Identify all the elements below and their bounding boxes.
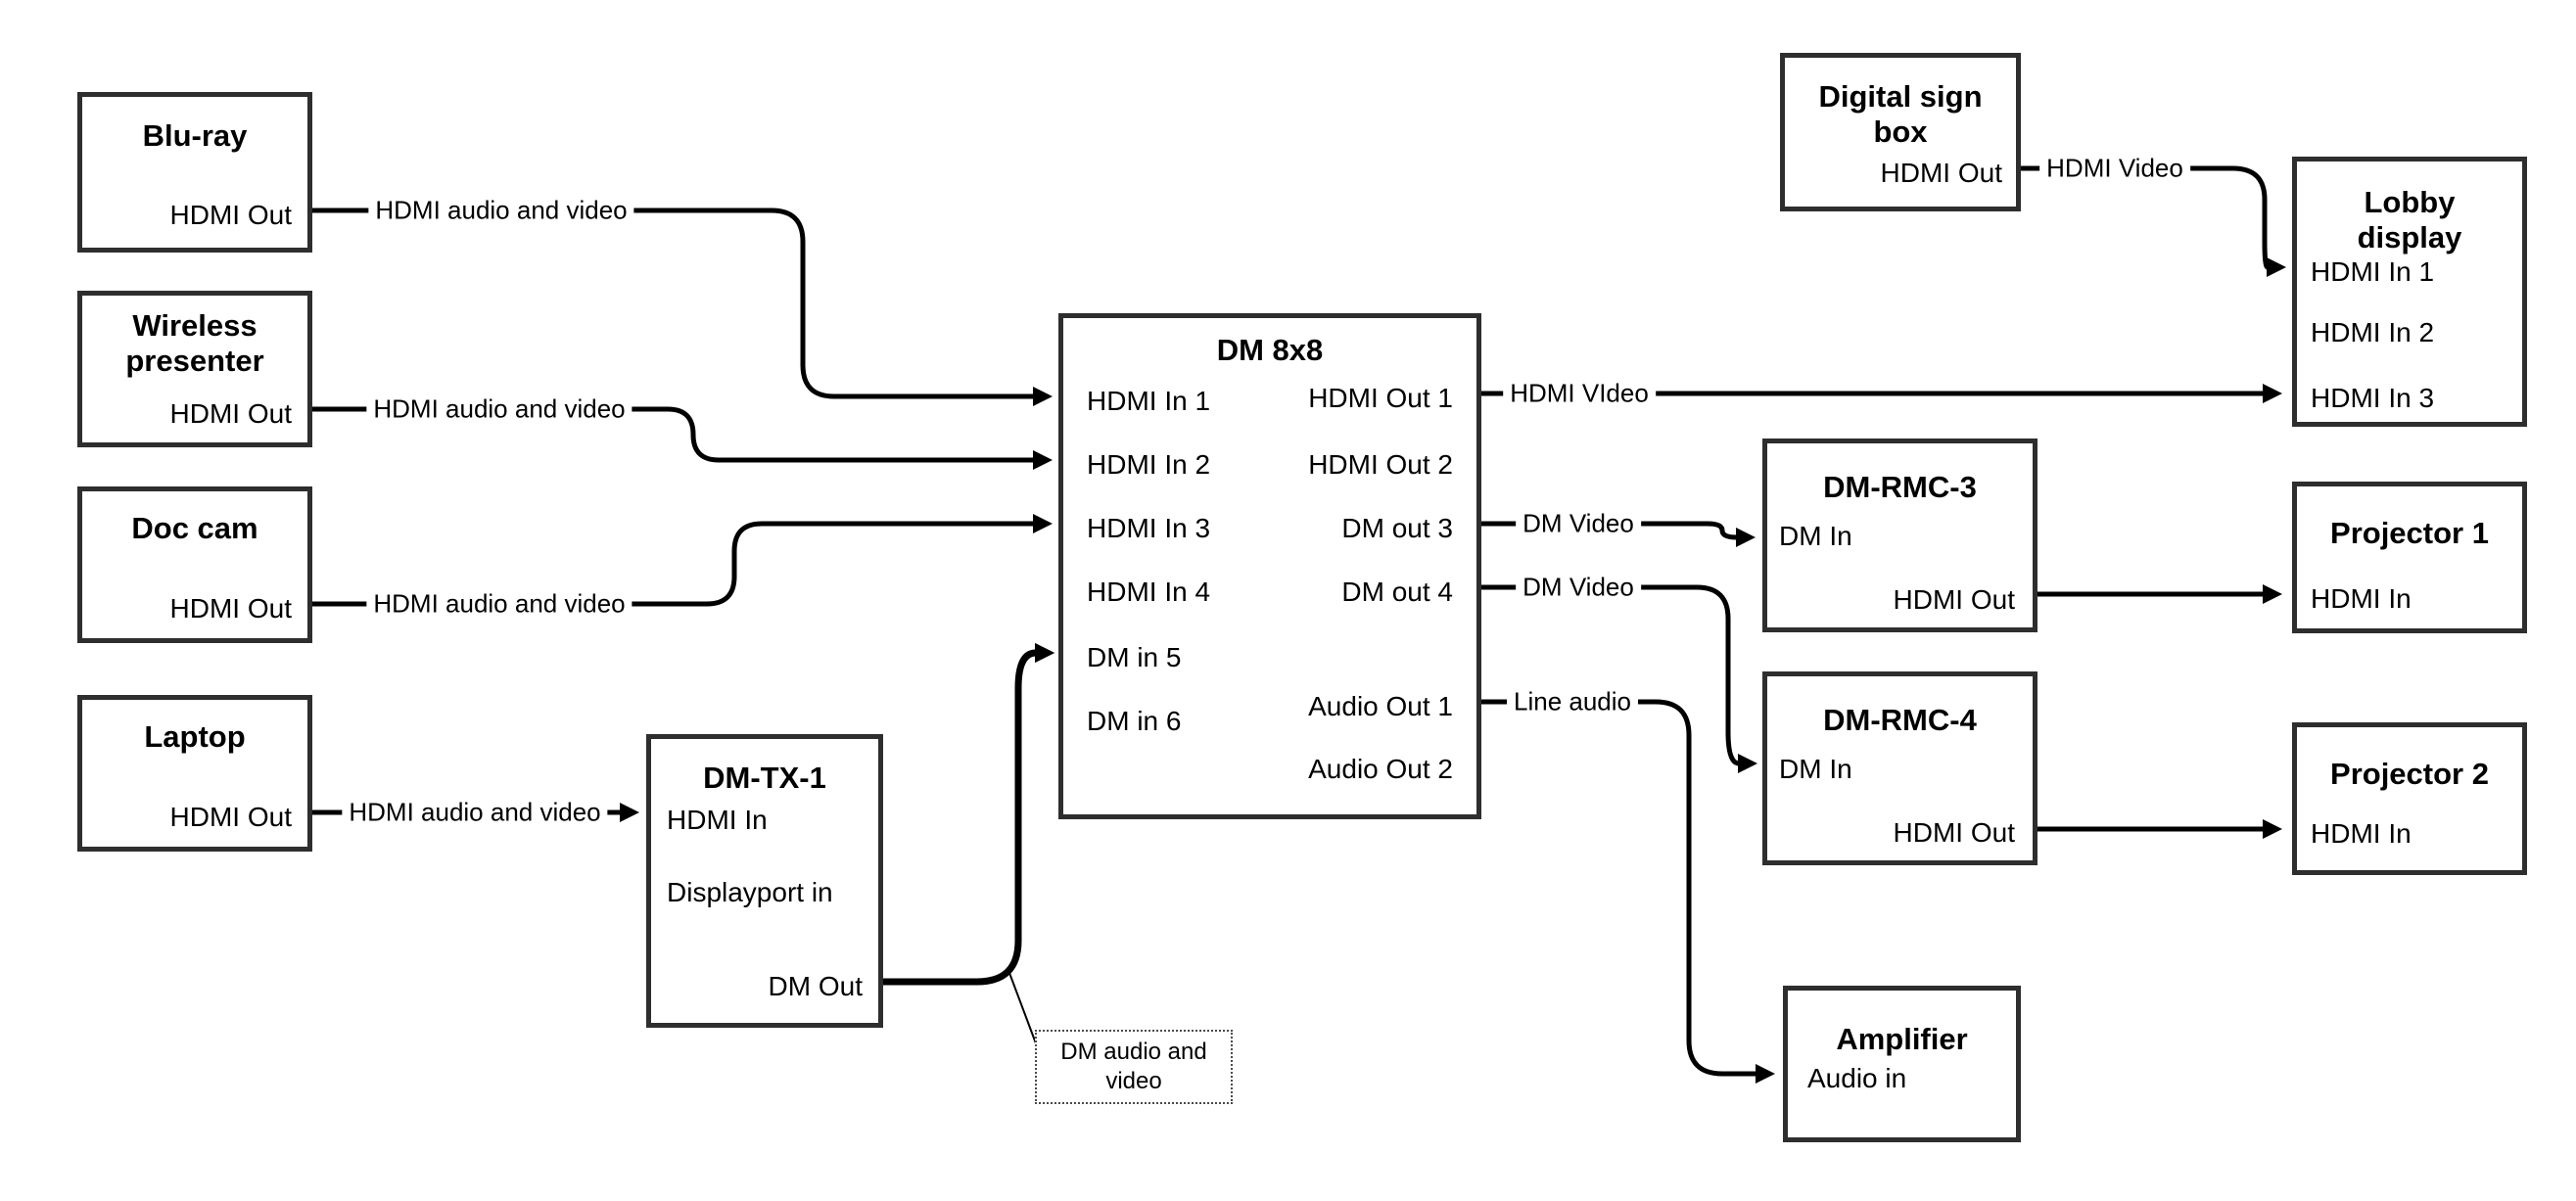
edge-label-doccam-hdmi-av: HDMI audio and video xyxy=(366,590,632,619)
node-dm-rmc-3-title: DM-RMC-3 xyxy=(1823,470,1977,505)
node-lobby-display-port-hdmi-in-2: HDMI In 2 xyxy=(2311,317,2435,347)
node-lobby-display: Lobby display HDMI In 1 HDMI In 2 HDMI I… xyxy=(2292,157,2527,427)
edge-label-digisign-hdmi-video: HDMI Video xyxy=(2039,155,2190,183)
node-bluray-title: Blu-ray xyxy=(142,118,248,154)
node-dm-8x8-title: DM 8x8 xyxy=(1216,333,1324,368)
edge-label-dm-video-out4: DM Video xyxy=(1516,574,1641,602)
node-laptop-port-hdmi-out: HDMI Out xyxy=(169,802,292,832)
node-wireless-presenter-title: Wireless presenter xyxy=(125,308,264,378)
node-dm-tx-1-port-dm-out: DM Out xyxy=(768,971,863,1001)
node-digital-sign-box: Digital sign box HDMI Out xyxy=(1780,53,2021,211)
node-dm-8x8-port-dm-out-4: DM out 4 xyxy=(1341,577,1453,607)
node-doc-cam: Doc cam HDMI Out xyxy=(77,486,312,643)
edge-label-hdmi-video-out1: HDMI VIdeo xyxy=(1503,380,1656,408)
node-dm-tx-1-port-displayport-in: Displayport in xyxy=(667,877,833,907)
edge-dm8x8-out4-to-dmrmc4 xyxy=(1481,584,1757,773)
node-dm-tx-1-port-hdmi-in: HDMI In xyxy=(667,805,768,835)
node-dm-8x8-port-dm-in-6: DM in 6 xyxy=(1087,706,1182,736)
node-lobby-display-port-hdmi-in-3: HDMI In 3 xyxy=(2311,383,2435,413)
edge-label-bluray-hdmi-av: HDMI audio and video xyxy=(368,197,634,225)
node-dm-rmc-4-title: DM-RMC-4 xyxy=(1823,703,1977,738)
edge-label-wireless-hdmi-av: HDMI audio and video xyxy=(366,395,632,424)
edge-bluray-to-dm8x8-in1 xyxy=(312,208,1053,406)
node-projector-2: Projector 2 HDMI In xyxy=(2292,722,2527,875)
edge-label-line-audio: Line audio xyxy=(1507,688,1638,716)
node-dm-8x8-port-hdmi-in-1: HDMI In 1 xyxy=(1087,386,1211,416)
node-doc-cam-title: Doc cam xyxy=(131,511,258,546)
node-doc-cam-port-hdmi-out: HDMI Out xyxy=(169,593,292,624)
node-digital-sign-box-port-hdmi-out: HDMI Out xyxy=(1880,158,2002,188)
edge-dm8x8-audio1-to-amplifier xyxy=(1481,699,1775,1084)
node-laptop: Laptop HDMI Out xyxy=(77,695,312,852)
node-dm-rmc-4-port-hdmi-out: HDMI Out xyxy=(1893,817,2015,848)
node-dm-8x8-port-audio-out-2: Audio Out 2 xyxy=(1308,754,1453,784)
node-lobby-display-title: Lobby display xyxy=(2357,185,2462,254)
node-dm-8x8-port-hdmi-out-1: HDMI Out 1 xyxy=(1308,383,1453,413)
node-amplifier-port-audio-in: Audio in xyxy=(1807,1063,1907,1093)
node-dm-8x8-port-dm-out-3: DM out 3 xyxy=(1341,513,1453,543)
node-dm-rmc-3: DM-RMC-3 DM In HDMI Out xyxy=(1762,439,2037,632)
node-dm-tx-1-title: DM-TX-1 xyxy=(703,761,826,796)
node-projector-1: Projector 1 HDMI In xyxy=(2292,482,2527,633)
node-bluray-port-hdmi-out: HDMI Out xyxy=(169,200,292,230)
node-amplifier-title: Amplifier xyxy=(1836,1022,1968,1057)
node-dm-8x8-port-hdmi-in-4: HDMI In 4 xyxy=(1087,577,1211,607)
callout-dm-audio-video: DM audio and video xyxy=(1035,1030,1233,1104)
node-dm-8x8-port-audio-out-1: Audio Out 1 xyxy=(1308,691,1453,721)
node-bluray: Blu-ray HDMI Out xyxy=(77,92,312,253)
node-dm-rmc-3-port-dm-in: DM In xyxy=(1779,521,1852,551)
node-dm-tx-1: DM-TX-1 HDMI In Displayport in DM Out xyxy=(646,734,883,1028)
node-dm-8x8-port-dm-in-5: DM in 5 xyxy=(1087,642,1182,672)
callout-dm-audio-video-text: DM audio and video xyxy=(1060,1039,1207,1094)
node-laptop-title: Laptop xyxy=(144,719,246,755)
node-projector-1-title: Projector 1 xyxy=(2330,516,2489,551)
edge-digisign-to-lobby-in1 xyxy=(2021,165,2286,277)
node-projector-1-port-hdmi-in: HDMI In xyxy=(2311,583,2412,614)
edge-dmtx1-dmout-to-dm8x8-in5 xyxy=(883,642,1055,986)
node-dm-8x8-port-hdmi-in-3: HDMI In 3 xyxy=(1087,513,1211,543)
node-digital-sign-box-title: Digital sign box xyxy=(1818,79,1983,149)
node-dm-rmc-4-port-dm-in: DM In xyxy=(1779,754,1852,784)
node-dm-8x8: DM 8x8 HDMI In 1 HDMI In 2 HDMI In 3 HDM… xyxy=(1058,313,1481,819)
node-dm-8x8-port-hdmi-out-2: HDMI Out 2 xyxy=(1308,449,1453,480)
node-projector-2-title: Projector 2 xyxy=(2330,757,2489,792)
node-amplifier: Amplifier Audio in xyxy=(1783,986,2021,1142)
node-lobby-display-port-hdmi-in-1: HDMI In 1 xyxy=(2311,256,2435,287)
node-wireless-presenter-port-hdmi-out: HDMI Out xyxy=(169,398,292,429)
node-dm-rmc-3-port-hdmi-out: HDMI Out xyxy=(1893,584,2015,615)
node-dm-rmc-4: DM-RMC-4 DM In HDMI Out xyxy=(1762,671,2037,865)
node-dm-8x8-port-hdmi-in-2: HDMI In 2 xyxy=(1087,449,1211,480)
node-projector-2-port-hdmi-in: HDMI In xyxy=(2311,818,2412,849)
node-wireless-presenter: Wireless presenter HDMI Out xyxy=(77,291,312,447)
edge-label-dm-video-out3: DM Video xyxy=(1516,510,1641,538)
callout-leader-line xyxy=(1008,972,1037,1044)
edge-label-laptop-hdmi-av: HDMI audio and video xyxy=(342,799,608,827)
